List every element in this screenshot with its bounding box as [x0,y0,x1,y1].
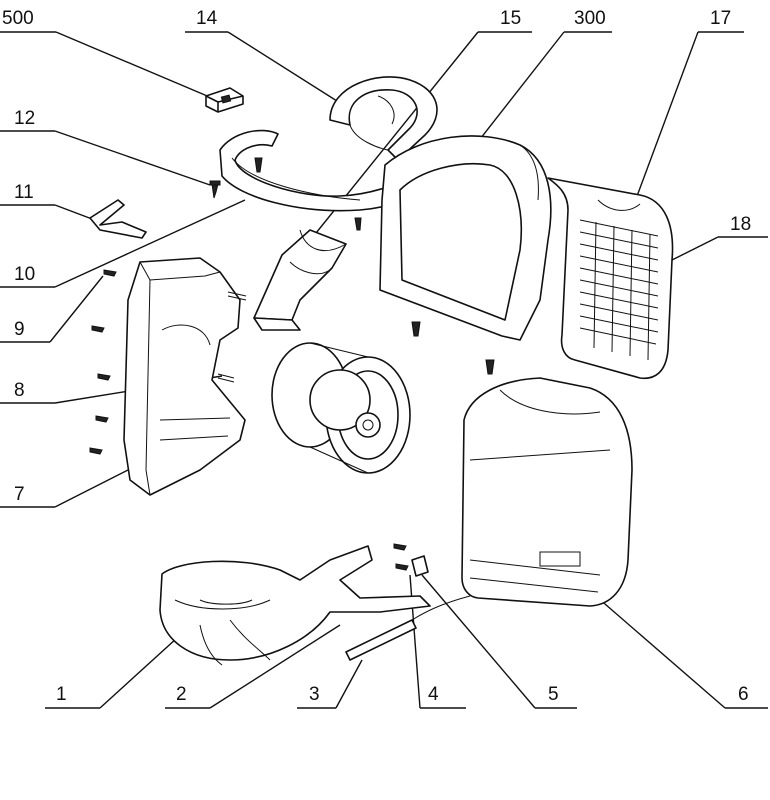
callout-300-label: 300 [574,8,606,29]
callout-3: 3 [297,659,363,709]
callout-18-label: 18 [730,214,751,235]
clip-5-part [411,555,429,577]
callout-4-label: 4 [428,684,439,705]
callout-5-label: 5 [548,684,559,705]
callout-10-label: 10 [14,264,35,285]
callout-15-label: 15 [500,8,521,29]
callout-12: 12 [0,108,211,186]
callout-4: 4 [409,574,466,709]
callout-9-label: 9 [14,319,25,340]
callout-9: 9 [0,275,104,343]
callout-3-label: 3 [309,684,320,705]
callout-5: 5 [421,574,577,709]
rod-part [345,595,471,661]
callout-11-label: 11 [14,182,34,203]
callout-6-label: 6 [738,684,749,705]
callout-8-label: 8 [14,380,25,401]
screws-9-part [89,269,117,455]
callout-500: 500 [0,8,213,99]
callout-1-label: 1 [56,684,67,705]
callout-10: 10 [0,199,246,288]
callout-14: 14 [185,8,349,109]
callout-7: 7 [0,469,129,508]
grille-cover-part [547,177,674,380]
side-housing-part [123,257,246,496]
pins-8-part [217,291,247,383]
callout-1: 1 [45,627,189,709]
callout-2: 2 [165,624,341,709]
callout-17-label: 17 [710,8,731,29]
callout-2-label: 2 [176,684,187,705]
callout-14-label: 14 [196,8,218,29]
callout-11: 11 [0,182,101,223]
callout-12-label: 12 [14,108,35,129]
cable-clip-part [89,199,147,239]
side-cover-part [461,377,633,607]
switch-part [205,87,244,113]
base-part [159,545,431,666]
motor-part [271,342,411,474]
screw-12-part [209,180,221,199]
callout-500-label: 500 [2,8,34,29]
duct-part [253,229,347,331]
housing-frame-part [354,135,552,375]
callout-18: 18 [671,214,768,261]
screws-4-part [393,543,409,571]
callout-17: 17 [629,8,744,216]
callout-7-label: 7 [14,484,25,505]
